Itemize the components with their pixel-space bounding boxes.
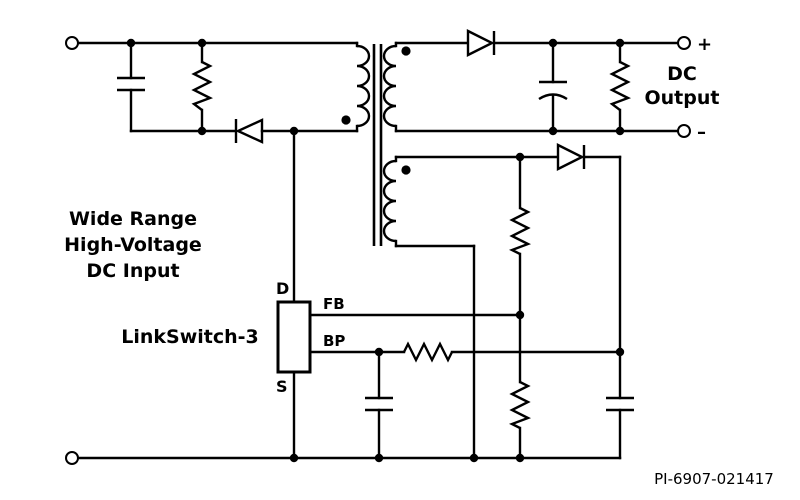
output-resistor (609, 60, 631, 111)
input-terminal-bottom (65, 451, 79, 465)
bias-winding (382, 155, 398, 248)
input-terminal-top (65, 36, 79, 50)
bypass-capacitor (365, 396, 393, 412)
feedback-upper-resistor (509, 206, 531, 256)
feedback-lower-resistor (509, 380, 531, 430)
junction-dots (126, 38, 625, 463)
bias-diode (556, 143, 586, 171)
output-wiring (394, 41, 680, 133)
pin-fb-label: FB (323, 295, 345, 313)
output-terminal-plus (677, 36, 691, 50)
snubber-capacitor (117, 76, 145, 92)
snubber-resistor (191, 60, 213, 111)
secondary-winding (382, 41, 398, 133)
dc-output-label-line1: DC (667, 63, 697, 85)
pin-bp-label: BP (323, 332, 345, 350)
pin-s-label: S (276, 377, 288, 396)
pin-d-label: D (276, 279, 289, 298)
bias-filter-capacitor (606, 396, 634, 412)
output-plus-sign: + (697, 34, 712, 55)
transformer-core (372, 44, 383, 246)
input-label-line2: High-Voltage (64, 234, 202, 256)
output-minus-sign: – (697, 122, 706, 143)
linkswitch-ic (276, 300, 312, 374)
dc-output-label-line2: Output (645, 87, 720, 109)
output-rectifier-diode (466, 29, 496, 57)
output-capacitor (538, 80, 568, 101)
ic-name-label: LinkSwitch-3 (121, 326, 259, 348)
bias-wiring (308, 155, 622, 460)
snubber-diode (234, 118, 264, 144)
bypass-supply-resistor (402, 341, 454, 363)
input-label-line3: DC Input (86, 260, 179, 282)
winding-phase-dots (341, 46, 411, 175)
figure-id-label: PI-6907-021417 (654, 470, 774, 488)
output-terminal-minus (677, 124, 691, 138)
primary-winding (355, 41, 371, 133)
input-label-line1: Wide Range (69, 208, 197, 230)
